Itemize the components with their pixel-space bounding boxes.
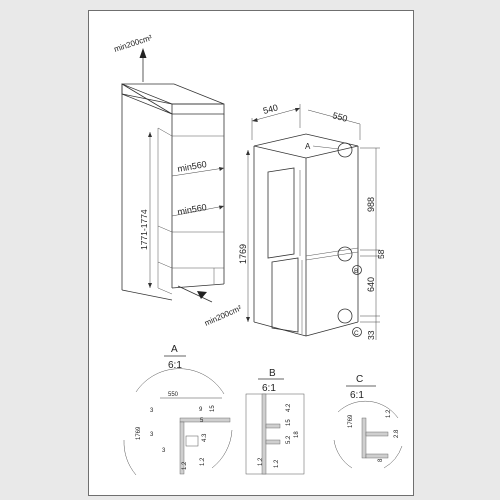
detail-a-dim-6: 3 [150, 432, 154, 438]
detail-b-dim-5: 1.2 [274, 459, 280, 468]
top-vent-label: min200cm² [113, 33, 154, 54]
detail-c-dim-0: 1769 [348, 414, 354, 428]
gap-label: 58 [376, 249, 386, 259]
detail-a-dim-3: 5 [200, 418, 204, 424]
detail-b-dim-2: 18 [294, 431, 300, 438]
detail-a-dim-0: 550 [168, 392, 179, 398]
lower-section-label: 640 [366, 277, 376, 292]
detail-b-dim-4: 1.2 [258, 457, 264, 466]
cabinet-height-label: 1771-1774 [139, 209, 149, 250]
detail-a-scale: 6:1 [168, 360, 182, 371]
detail-a-dim-4: 15 [210, 405, 216, 412]
fridge-width-label: 540 [262, 102, 279, 116]
fridge-height-label: 1769 [238, 244, 248, 264]
drawing-sheet [88, 10, 414, 496]
detail-b: B 6:1 4.2 15 18 5.2 1.2 1.2 [245, 368, 305, 475]
bottom-offset-label: 33 [366, 330, 376, 340]
niche-depth-lower: min560 [177, 202, 208, 217]
cabinet-drawing: min200cm² 1771-1774 min560 mi [113, 33, 243, 328]
detail-b-dim-3: 5.2 [286, 435, 292, 444]
detail-a: A 6:1 550 9 3 5 15 1769 3 4.3 1.2 1.2 3 [123, 344, 233, 476]
detail-a-dim-9: 1.2 [182, 461, 188, 470]
detail-b-dim-1: 15 [286, 419, 292, 426]
fridge-depth-label: 550 [331, 110, 348, 124]
detail-a-dim-1: 9 [199, 407, 203, 413]
detail-a-dim-10: 3 [162, 448, 166, 454]
detail-c-letter: C [356, 374, 363, 385]
detail-a-dim-2: 3 [150, 408, 154, 414]
marker-b: B [354, 268, 358, 275]
detail-b-letter: B [269, 368, 276, 379]
detail-a-dim-5: 1769 [136, 426, 142, 440]
detail-c-scale: 6:1 [350, 390, 364, 401]
fridge-drawing: 540 550 1769 988 58 640 33 A B C [238, 102, 386, 340]
detail-b-dim-0: 4.2 [286, 403, 292, 412]
detail-c-dim-3: 8 [378, 458, 384, 462]
upper-section-label: 988 [366, 197, 376, 212]
detail-a-letter: A [171, 344, 178, 355]
detail-a-dim-8: 1.2 [200, 457, 206, 466]
niche-depth-upper: min560 [177, 159, 208, 174]
detail-a-dim-7: 4.3 [202, 433, 208, 442]
marker-c: C [354, 330, 359, 337]
detail-b-scale: 6:1 [262, 383, 276, 394]
detail-c-dim-1: 1.2 [386, 409, 392, 418]
detail-c: C 6:1 1769 1.2 2.8 8 [333, 374, 403, 469]
detail-c-dim-2: 2.8 [394, 429, 400, 438]
bottom-vent-label: min200cm² [203, 303, 243, 327]
marker-a-top: A [305, 142, 311, 151]
